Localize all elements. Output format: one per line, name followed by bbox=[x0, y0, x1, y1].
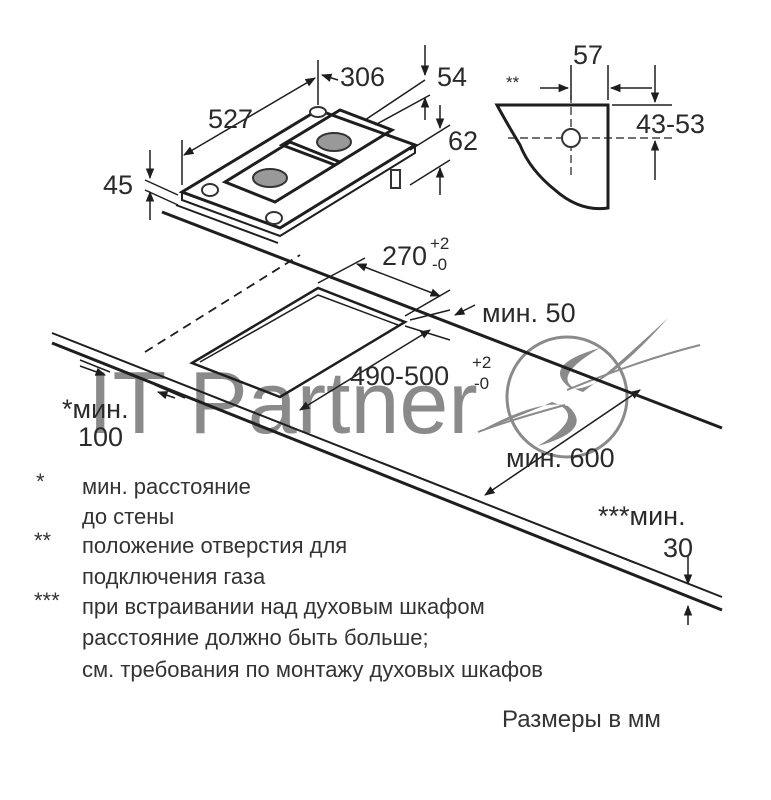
footnote-marker-1: * bbox=[36, 469, 45, 494]
dim-min-front-label: *мин. bbox=[62, 394, 129, 424]
dim-gas-offset: 57 bbox=[573, 40, 603, 70]
footnote-3-line-3: см. требования по монтажу духовых шкафов bbox=[82, 657, 543, 682]
dim-cutout-length-tol-plus: +2 bbox=[472, 353, 491, 372]
dim-min-depth: мин. 600 bbox=[506, 443, 615, 473]
dim-cutout-length: 490-500 +2 -0 bbox=[350, 353, 491, 393]
dim-hob-right-height: 62 bbox=[448, 126, 478, 156]
footnote-marker-3: *** bbox=[34, 588, 60, 613]
dim-hob-depth: 527 bbox=[208, 104, 253, 134]
footnote-3-line-1: при встраивании над духовым шкафом bbox=[82, 594, 485, 619]
dim-hob-height-front: 45 bbox=[103, 170, 133, 200]
units-note: Размеры в мм bbox=[502, 706, 661, 733]
gas-marker: ** bbox=[506, 73, 520, 92]
watermark-logo-icon bbox=[477, 318, 701, 459]
hob-drawing bbox=[175, 106, 419, 244]
dim-cutout-length-value: 490-500 bbox=[350, 361, 449, 391]
footnote-1-line-1: мин. расстояние bbox=[82, 474, 251, 499]
footnotes: * мин. расстояние до стены ** положение … bbox=[34, 469, 543, 682]
countertop-drawing bbox=[51, 210, 723, 625]
footnote-marker-2: ** bbox=[34, 528, 52, 553]
dim-hob-width: 306 bbox=[340, 62, 385, 92]
footnote-2-line-2: подключения газа bbox=[82, 564, 266, 589]
dim-hob-top-right: 54 bbox=[437, 62, 467, 92]
dim-cutout-width-value: 270 bbox=[382, 241, 427, 271]
hob-dimensions bbox=[144, 45, 451, 220]
footnote-1-line-2: до стены bbox=[82, 504, 174, 529]
dim-min-back: мин. 50 bbox=[482, 298, 576, 328]
dim-min-front-value: 100 bbox=[78, 422, 123, 452]
footnote-2-line-1: положение отверстия для bbox=[82, 533, 347, 558]
dim-cutout-width: 270 +2 -0 bbox=[382, 234, 449, 274]
dim-min-oven-value: 30 bbox=[663, 533, 693, 563]
dim-min-oven-label: ***мин. bbox=[598, 501, 686, 531]
dim-cutout-width-tol-minus: -0 bbox=[432, 255, 447, 274]
dim-cutout-length-tol-minus: -0 bbox=[474, 374, 489, 393]
gas-connection-detail bbox=[494, 65, 672, 211]
footnote-3-line-2: расстояние должно быть больше; bbox=[82, 625, 429, 650]
dim-cutout-width-tol-plus: +2 bbox=[430, 234, 449, 253]
dim-gas-height-range: 43-53 bbox=[636, 109, 705, 139]
